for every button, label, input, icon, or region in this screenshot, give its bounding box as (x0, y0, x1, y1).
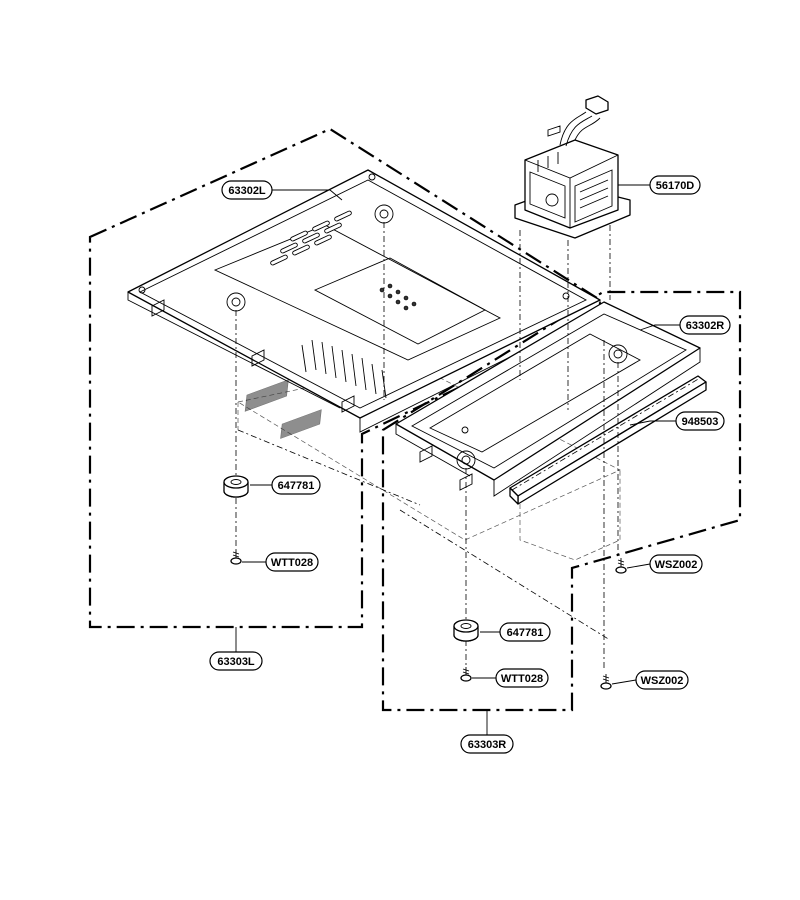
label-63303L: 63303L (209, 651, 263, 671)
vent-slots-left (270, 210, 352, 266)
perforation-grid-right-b (280, 409, 322, 439)
label-948503: 948503 (675, 411, 725, 431)
svg-text:63303L: 63303L (217, 656, 255, 668)
perforation-grid-right-a (244, 379, 289, 412)
svg-text:63303R: 63303R (468, 739, 507, 751)
svg-text:WTT028: WTT028 (271, 557, 313, 569)
top-panel-left[interactable] (127, 169, 601, 433)
label-647781-left: 647781 (271, 475, 321, 495)
foot-left[interactable] (223, 475, 249, 498)
svg-text:63302R: 63302R (686, 320, 725, 332)
label-63303R: 63303R (460, 734, 514, 754)
label-647781-right: 647781 (499, 622, 551, 642)
label-WSZ002-lower: WSZ002 (635, 670, 689, 690)
svg-text:647781: 647781 (507, 627, 544, 639)
screw-wsz-upper[interactable] (615, 558, 627, 574)
label-WTT028-right: WTT028 (495, 668, 549, 688)
top-panel-right[interactable] (244, 301, 701, 497)
alignment-lines (235, 222, 619, 670)
label-WTT028-left: WTT028 (265, 552, 319, 572)
perforation-grid-left (379, 283, 417, 311)
label-63302L: 63302L (221, 180, 273, 200)
svg-text:WSZ002: WSZ002 (655, 559, 698, 571)
svg-text:948503: 948503 (682, 416, 719, 428)
svg-text:647781: 647781 (278, 480, 315, 492)
screw-right[interactable] (460, 667, 472, 682)
louvres-left (301, 339, 387, 399)
svg-text:WTT028: WTT028 (501, 673, 543, 685)
gasket-strip[interactable] (509, 375, 707, 505)
label-63302R: 63302R (679, 315, 731, 335)
assembly-boundary-right (381, 290, 742, 712)
svg-text:56170D: 56170D (656, 180, 695, 192)
label-56170D: 56170D (649, 175, 701, 195)
label-WSZ002-upper: WSZ002 (649, 554, 703, 574)
leader-lines (235, 184, 680, 735)
svg-text:WSZ002: WSZ002 (641, 675, 684, 687)
foot-right[interactable] (453, 619, 479, 642)
screw-left[interactable] (230, 550, 242, 565)
screw-wsz-lower[interactable] (600, 674, 612, 690)
svg-text:63302L: 63302L (228, 185, 266, 197)
transformer[interactable] (514, 95, 631, 239)
